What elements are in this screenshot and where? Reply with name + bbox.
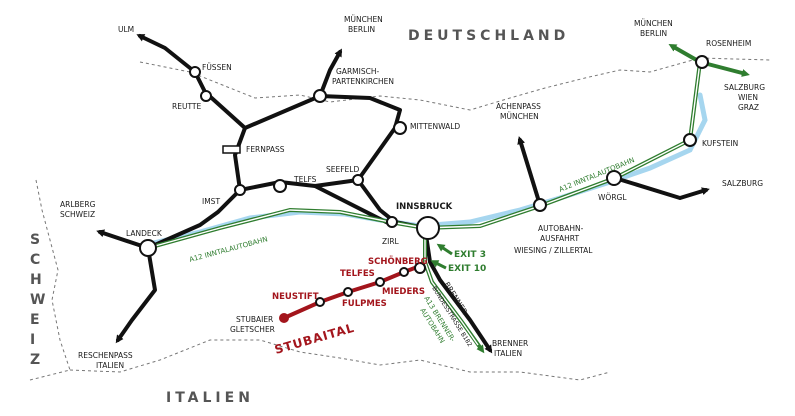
- svg-text:I: I: [30, 332, 39, 348]
- label-schoenberg: SCHÖNBERG: [368, 256, 428, 267]
- svg-text:W: W: [30, 292, 49, 308]
- label-a12-west: A12 INNTALAUTOBAHN: [188, 235, 268, 264]
- border-it-at: [69, 339, 611, 381]
- svg-text:C: C: [30, 252, 44, 268]
- label-achenpass-muenchen: MÜNCHEN: [500, 112, 539, 121]
- label-salzburg: SALZBURG: [722, 179, 763, 188]
- label-brenner-italien: ITALIEN: [494, 349, 522, 358]
- label-gletscher: GLETSCHER: [230, 325, 275, 334]
- label-stubaier: STUBAIER: [236, 315, 273, 324]
- label-fulpmes: FULPMES: [342, 299, 387, 309]
- label-fuessen: FÜSSEN: [202, 63, 232, 72]
- country-italien: ITALIEN: [166, 390, 254, 406]
- label-telfes: TELFES: [340, 269, 375, 279]
- label-graz: GRAZ: [738, 103, 759, 112]
- label-wiesing: WIESING / ZILLERTAL: [514, 246, 593, 255]
- border-de-at: [139, 57, 771, 111]
- label-berlin-nw: BERLIN: [348, 25, 375, 34]
- label-neustift: NEUSTIFT: [272, 292, 319, 302]
- svg-text:S: S: [30, 232, 44, 248]
- label-zirl: ZIRL: [382, 237, 400, 246]
- label-reschenpass: RESCHENPASS: [78, 351, 133, 360]
- label-ulm: ULM: [118, 25, 134, 34]
- svg-text:H: H: [30, 272, 46, 288]
- label-seefeld: SEEFELD: [326, 165, 359, 174]
- label-telfs: TELFS: [293, 175, 317, 184]
- label-exit10: EXIT 10: [448, 264, 486, 274]
- label-reutte: REUTTE: [172, 102, 201, 111]
- svg-text:Z: Z: [30, 352, 44, 368]
- label-mieders: MIEDERS: [382, 287, 425, 297]
- nodes: [139, 55, 709, 323]
- label-innsbruck: INNSBRUCK: [396, 202, 453, 212]
- label-autobahn: AUTOBAHN-: [538, 224, 584, 233]
- label-imst: IMST: [202, 197, 220, 206]
- label-arlberg: ARLBERG: [60, 200, 96, 209]
- label-muenchen-ne: MÜNCHEN: [634, 19, 673, 28]
- label-wien: WIEN: [738, 93, 758, 102]
- label-partenkirchen: PARTENKIRCHEN: [332, 77, 394, 86]
- label-woergl: WÖRGL: [598, 193, 627, 202]
- label-arlberg-schweiz: SCHWEIZ: [60, 210, 95, 219]
- label-stubaital: STUBAITAL: [273, 321, 356, 357]
- label-ausfahrt: AUSFAHRT: [540, 234, 579, 243]
- label-mittenwald: MITTENWALD: [410, 122, 460, 131]
- label-fernpass: FERNPASS: [246, 145, 285, 154]
- label-achenpass: ACHENPASS: [496, 102, 541, 111]
- country-deutschland: DEUTSCHLAND: [408, 28, 569, 44]
- label-rosenheim: ROSENHEIM: [706, 39, 751, 48]
- svg-text:E: E: [30, 312, 44, 328]
- label-berlin-ne: BERLIN: [640, 29, 667, 38]
- label-brenner: BRENNER: [492, 339, 528, 348]
- label-exit3: EXIT 3: [454, 250, 486, 260]
- country-schweiz: S C H W E I Z: [30, 232, 49, 368]
- label-reschenpass-italien: ITALIEN: [96, 361, 124, 370]
- label-muenchen-nw: MÜNCHEN: [344, 15, 383, 24]
- label-kufstein: KUFSTEIN: [702, 139, 738, 148]
- label-garmisch: GARMISCH-: [336, 67, 379, 76]
- label-salzburg-ne: SALZBURG: [724, 83, 765, 92]
- label-landeck: LANDECK: [126, 229, 163, 238]
